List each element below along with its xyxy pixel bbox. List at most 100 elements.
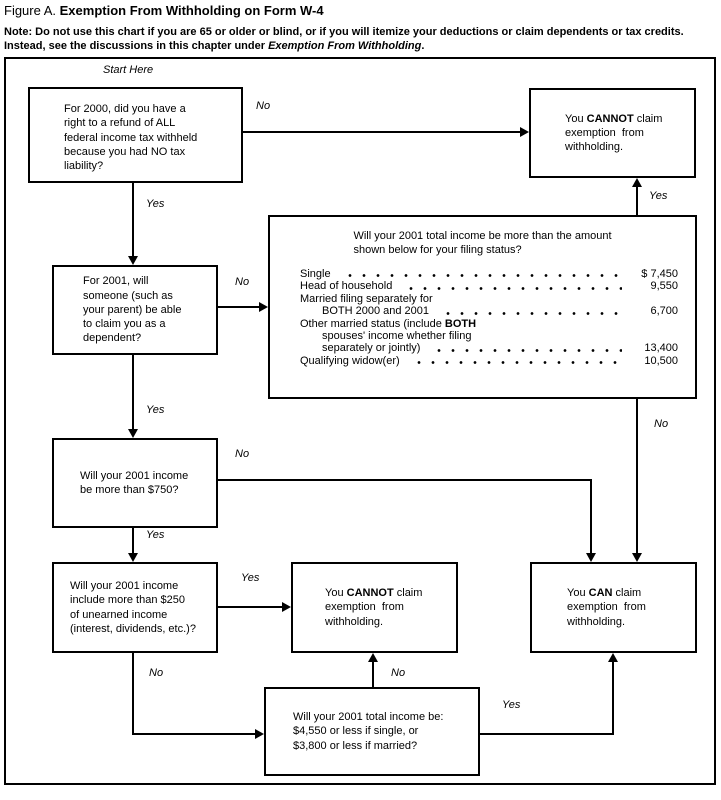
edge-label-refund-no: No [256,100,271,112]
arrowhead-up-icon [608,653,618,662]
text-line: liability? [64,160,104,173]
connector-750-no-h [218,479,592,481]
figure-note: Note: Do not use this chart if you are 6… [4,26,718,53]
arrowhead-right-icon [255,729,264,739]
arrowhead-down-icon [586,553,596,562]
connector-dependent-yes [132,355,134,429]
text-line: of unearned income [70,608,168,621]
dot-leader [340,273,622,279]
edge-label-refund-yes: Yes [146,198,165,210]
text-line: someone (such as [83,289,173,302]
figure-title-main: Exemption From Withholding on Form W-4 [59,3,324,18]
dot-leader [439,310,622,316]
text-line: Will your 2001 income [80,469,189,482]
text-line: Will your 2001 total income be: [293,711,444,724]
filing-status-label: Single [300,267,331,280]
text-line: You CANNOT claim [325,587,423,600]
arrowhead-up-icon [368,653,378,662]
arrowhead-right-icon [520,127,529,137]
text-line: You CAN claim [567,587,642,600]
filing-status-question: Will your 2001 total income be more than… [353,230,611,257]
table-row: separately or jointly) 13,400 [300,342,678,354]
text-line: For 2001, will [83,275,149,288]
text-line: withholding. [567,615,626,628]
filing-status-label: Other married status (include BOTH [300,317,477,330]
text-line: withholding. [565,141,624,154]
edge-label-dependent-yes: Yes [146,404,165,416]
table-row: Other married status (include BOTH [300,318,678,330]
text-line: exemption from [565,126,644,139]
edge-label-table-no: No [654,418,669,430]
text-line: You CANNOT claim [565,112,663,125]
edge-label-total-no: No [391,667,406,679]
table-row: Qualifying widow(er) 10,500 [300,355,678,367]
table-row: BOTH 2000 and 2001 6,700 [300,305,678,317]
text-line: federal income tax withheld [64,131,198,144]
filing-status-label: Married filing separately for [300,292,433,305]
text-line: $4,550 or less if single, or [293,725,419,738]
edge-label-unearned-yes: Yes [241,572,260,584]
note-suffix: . [421,39,425,52]
edge-label-dependent-no: No [235,276,250,288]
text-line: because you had NO tax [64,145,186,158]
filing-status-label: Qualifying widow(er) [300,354,400,367]
arrowhead-right-icon [282,602,291,612]
arrowhead-down-icon [632,553,642,562]
connector-total-yes-v [612,662,614,735]
text-line: (interest, dividends, etc.)? [70,622,196,635]
note-label: Note: [4,26,33,38]
amount-value: 10,500 [644,354,678,367]
dot-leader [402,285,622,291]
connector-unearned-no-h [132,733,255,735]
filing-status-label: separately or jointly) [322,342,421,355]
question-box-refund-2000: For 2000, did you have a right to a refun… [28,87,243,183]
connector-750-no-v [590,479,592,553]
table-row: Single$ 7,450 [300,268,678,280]
text-line: shown below for your filing status? [353,243,522,256]
table-row: spouses' income whether filing [300,330,678,342]
arrowhead-down-icon [128,429,138,438]
table-row: Married filing separately for [300,293,678,305]
connector-total-yes-h [480,733,614,735]
text-line: exemption from [325,601,404,614]
dot-leader [430,347,622,353]
question-box-total-income-limits: Will your 2001 total income be:$4,550 or… [264,687,480,776]
question-box-income-750: Will your 2001 income be more than $750? [52,438,218,528]
text-line: right to a refund of ALL [64,117,176,130]
edge-label-750-yes: Yes [146,529,165,541]
edge-label-750-no: No [235,448,250,460]
edge-label-unearned-no: No [149,667,164,679]
edge-label-table-yes: Yes [649,190,668,202]
text-line: Will your 2001 total income be more than… [353,230,612,242]
filing-status-label: BOTH 2000 and 2001 [322,305,430,318]
arrowhead-up-icon [632,178,642,187]
text-line: For 2000, did you have a [64,103,186,115]
table-row: Head of household 9,550 [300,280,678,292]
amount-value: 9,550 [650,280,678,293]
arrowhead-down-icon [128,256,138,265]
text-line: include more than $250 [70,594,185,607]
dot-leader [409,360,622,366]
text-line: be more than $750? [80,484,179,496]
connector-750-yes [132,528,134,553]
amount-value: 13,400 [644,342,678,355]
amount-value: 6,700 [650,305,678,318]
question-box-filing-status-table: Will your 2001 total income be more than… [268,215,697,399]
text-line: $3,800 or less if married? [293,739,418,752]
connector-unearned-yes [218,606,282,608]
filing-status-label: Head of household [300,280,393,293]
connector-table-yes [636,186,638,216]
connector-dependent-no [218,306,260,308]
connector-refund-no [243,131,521,133]
text-line: your parent) be able [83,303,182,316]
text-line: withholding. [325,615,384,628]
text-line: dependent? [83,332,142,345]
arrowhead-down-icon [128,553,138,562]
text-line: to claim you as a [83,318,166,331]
